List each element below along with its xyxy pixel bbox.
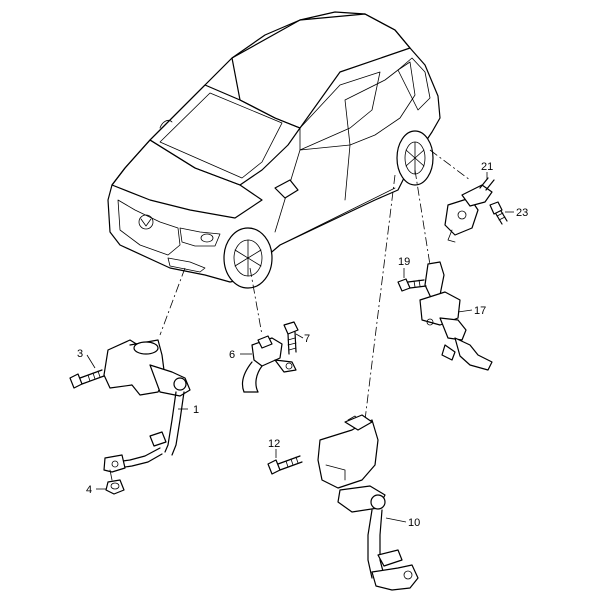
callout-7: 7 <box>304 333 310 345</box>
callout-4: 4 <box>86 484 92 496</box>
callout-17: 17 <box>474 305 486 317</box>
callout-21: 21 <box>481 161 493 173</box>
bracket-17 <box>419 261 493 371</box>
callout-19: 19 <box>398 256 410 268</box>
sensor-21 <box>444 177 495 243</box>
vehicle-illustration <box>107 11 441 289</box>
bolt-19 <box>397 278 427 292</box>
level-sensor-bracket-6 <box>241 335 297 393</box>
callout-6: 6 <box>229 349 235 361</box>
nut-4 <box>105 479 125 495</box>
callout-23: 23 <box>516 207 528 219</box>
bolt-3 <box>69 369 105 389</box>
callout-10: 10 <box>408 517 420 529</box>
level-sensor-front <box>103 339 191 481</box>
bolt-7 <box>283 321 299 355</box>
callout-12: 12 <box>268 438 280 450</box>
callout-1: 1 <box>193 404 199 416</box>
callout-3: 3 <box>77 348 83 360</box>
level-sensor-rear <box>317 414 419 591</box>
callouts: 1 3 4 6 7 10 12 17 19 21 23 <box>77 161 528 529</box>
bolt-12 <box>267 455 303 475</box>
bolt-23 <box>489 201 508 225</box>
reference-lines <box>159 149 471 421</box>
